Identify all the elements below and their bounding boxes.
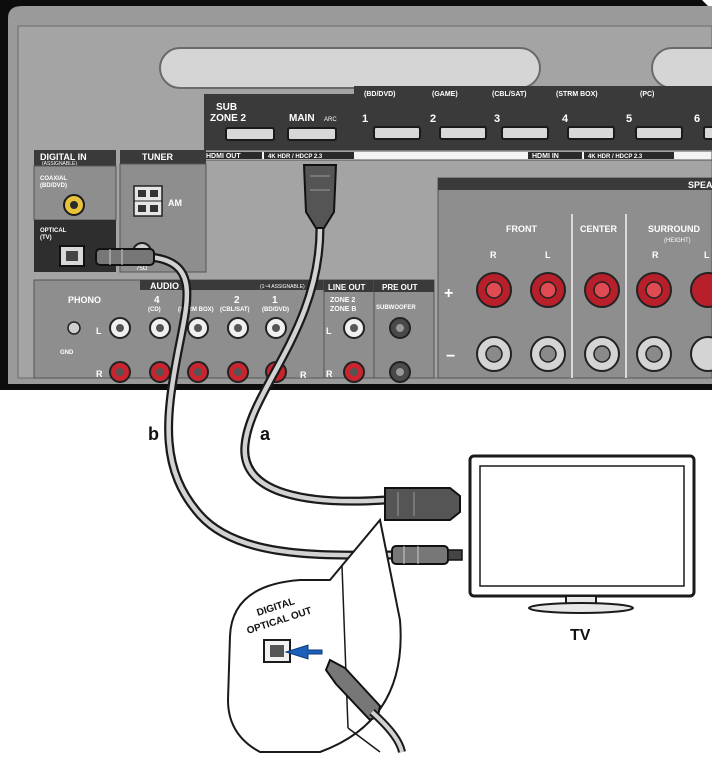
svg-text:1: 1 (272, 295, 278, 306)
optical-sub-label: (TV) (40, 235, 52, 241)
svg-text:L: L (704, 250, 710, 260)
cable-a-hdmi (240, 164, 461, 521)
coaxial-label: COAXIAL (40, 176, 67, 182)
svg-text:6: 6 (694, 113, 700, 125)
hdmi-in-port-1: (BD/DVD) 1 (362, 91, 421, 140)
line-out-zoneb: ZONE B (330, 306, 356, 313)
minus-sign: − (446, 348, 455, 365)
audio-in-assignable: (1~4 ASSIGNABLE) (260, 284, 305, 290)
digital-in-section: DIGITAL IN (ASSIGNABLE) COAXIAL (BD/DVD)… (33, 150, 117, 272)
svg-text:3: 3 (494, 113, 500, 125)
svg-text:1: 1 (362, 113, 368, 125)
svg-text:R: R (326, 369, 333, 379)
svg-text:(STRM BOX): (STRM BOX) (178, 307, 214, 313)
hdmi-out-zone2-label: ZONE 2 (210, 113, 247, 124)
hdmi-plug-receiver (302, 164, 338, 229)
phono-label: PHONO (68, 295, 101, 305)
gnd-label: GND (60, 350, 74, 356)
cable-b-label: b (148, 424, 159, 444)
svg-text:L: L (96, 326, 102, 336)
hdmi-out-main-port (287, 127, 337, 141)
optical-out-callout: DIGITAL OPTICAL OUT (226, 517, 406, 754)
svg-text:5: 5 (626, 113, 632, 125)
speakers-section: SPEAKERS FRONT CENTER SURROUND (HEIGHT) … (437, 177, 712, 379)
line-out-section: LINE OUT ZONE 2 ZONE B L R (323, 279, 375, 383)
pre-out-title: PRE OUT (382, 283, 418, 292)
svg-text:R: R (490, 250, 497, 260)
subwoofer-label: SUBWOOFER (376, 305, 416, 311)
svg-text:R: R (96, 369, 103, 379)
optical-label: OPTICAL (40, 228, 67, 234)
tv-label: TV (570, 627, 591, 644)
svg-text:2: 2 (234, 295, 240, 306)
am-label: AM (168, 198, 182, 208)
svg-text:(CD): (CD) (148, 307, 161, 313)
audio-in-port-3: (STRM BOX) (178, 307, 214, 383)
hdmi-out-sub-port (225, 127, 275, 141)
phono-jacks (109, 317, 131, 383)
arrow-icon (284, 644, 323, 660)
speaker-terminals-plus (476, 272, 712, 308)
front-label: FRONT (506, 224, 537, 234)
panel-rail-right (651, 47, 712, 89)
svg-text:R: R (652, 250, 659, 260)
hdmi-out-sub-label: SUB (216, 102, 237, 113)
audio-in-section: AUDIO IN (1~4 ASSIGNABLE) PHONO GND L R … (33, 279, 325, 383)
coaxial-sub-label: (BD/DVD) (40, 183, 67, 189)
digital-in-title: DIGITAL IN (40, 152, 87, 162)
height-label: (HEIGHT) (664, 238, 691, 244)
svg-text:L: L (545, 250, 551, 260)
panel-rail-left (159, 47, 541, 89)
hdmi-in-section: (BD/DVD) 1 (GAME) 2 (CBL/SAT) 3 (STRM BO… (354, 86, 712, 150)
svg-text:(STRM BOX): (STRM BOX) (556, 91, 598, 98)
speaker-terminals-minus (476, 336, 712, 372)
surround-label: SURROUND (648, 224, 701, 234)
hdmi-in-bar-spec: 4K HDR / HDCP 2.3 (588, 154, 643, 160)
svg-text:(BD/DVD): (BD/DVD) (262, 307, 289, 313)
optical-plug-receiver (95, 248, 155, 266)
hdmi-plug-tv (384, 487, 461, 521)
svg-text:4: 4 (154, 295, 160, 306)
svg-text:4: 4 (562, 113, 569, 125)
hdmi-in-bar-label: HDMI IN (532, 153, 559, 160)
cable-b-optical (95, 248, 463, 565)
optical-plug-tv (391, 545, 449, 565)
svg-text:(PC): (PC) (640, 91, 654, 98)
center-label: CENTER (580, 224, 618, 234)
svg-text:(BD/DVD): (BD/DVD) (364, 91, 396, 98)
hdmi-out-section: SUB ZONE 2 MAIN ARC (204, 94, 354, 150)
speakers-title: SPEAKERS (688, 180, 712, 190)
hdmi-in-port-5: (PC) 5 (626, 91, 683, 140)
line-out-title: LINE OUT (328, 283, 365, 292)
fm-ant-label: 75Ω (136, 266, 148, 272)
hdmi-out-main-label: MAIN (289, 113, 315, 124)
svg-text:(GAME): (GAME) (432, 91, 458, 98)
hdmi-in-port-6: 6 (694, 113, 712, 140)
audio-in-port-4: 4 (CD) (148, 295, 171, 383)
tv-illustration: TV (468, 454, 696, 644)
audio-in-title: AUDIO IN (150, 281, 191, 291)
hdmi-out-bar-spec: 4K HDR / HDCP 2.3 (268, 154, 323, 160)
hdmi-out-arc-label: ARC (324, 117, 337, 123)
svg-text:(CBL/SAT): (CBL/SAT) (492, 91, 526, 98)
pre-out-section: PRE OUT SUBWOOFER (373, 279, 435, 383)
svg-text:(CBL/SAT): (CBL/SAT) (220, 307, 250, 313)
hdmi-in-port-3: (CBL/SAT) 3 (492, 91, 549, 140)
digital-in-subtitle: (ASSIGNABLE) (42, 161, 77, 167)
svg-text:2: 2 (430, 113, 436, 125)
hdmi-in-port-2: (GAME) 2 (430, 91, 487, 140)
hdmi-in-port-4: (STRM BOX) 4 (556, 91, 615, 140)
svg-text:L: L (326, 326, 332, 336)
hdmi-out-bar-label: HDMI OUT (206, 153, 241, 160)
tuner-title: TUNER (142, 152, 173, 162)
line-out-zone2: ZONE 2 (330, 297, 355, 304)
audio-in-port-2: 2 (CBL/SAT) (220, 295, 250, 383)
svg-text:R: R (300, 370, 307, 380)
cable-a-label: a (260, 424, 271, 444)
gnd-screw (67, 321, 81, 335)
hdmi-bar-strip: HDMI OUT 4K HDR / HDCP 2.3 HDMI IN 4K HD… (199, 150, 712, 161)
plus-sign: + (444, 285, 453, 302)
